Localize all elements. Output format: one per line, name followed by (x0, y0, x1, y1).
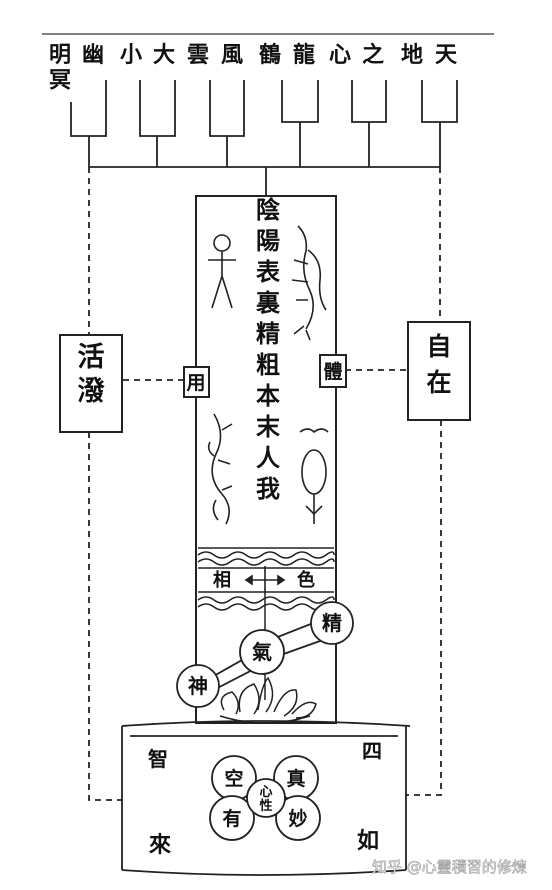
circle-shen-label: 神 (188, 674, 208, 698)
top-label-xin: 心 (329, 42, 351, 68)
bottom-circle-you: 有 (222, 807, 241, 830)
watermark: 知乎 @心靈積習的修煉 (372, 858, 527, 876)
bracket-tree (70, 80, 458, 196)
se-label: 色 (297, 569, 315, 591)
bottom-circle-xinxing: 心性 (259, 785, 272, 814)
dashed-connectors (88, 167, 442, 801)
left-box-huopo (59, 334, 123, 433)
bottom-corner-zhi: 智 (148, 747, 168, 771)
lotus-icon (219, 676, 317, 724)
top-label-group: 明冥 幽 小 大 雲 風 鶴 龍 心 之 地 天 (49, 42, 458, 93)
body-box (319, 354, 347, 388)
bottom-circle-cluster (209, 755, 321, 841)
wave-band-top (197, 547, 335, 569)
bottom-corner-si: 四 (362, 739, 382, 763)
top-label-he: 鶴 (259, 42, 281, 68)
cross-arrow-icon (244, 566, 286, 594)
wave-band-bottom (197, 591, 335, 611)
circle-jing-label: 精 (322, 611, 342, 635)
circle-chain (176, 601, 354, 708)
bottom-scroll (121, 720, 411, 876)
top-label-tian: 天 (435, 42, 458, 68)
bottom-circle-miao: 妙 (288, 807, 307, 830)
right-box-text: 自在 (426, 332, 451, 397)
center-column-text: 陰陽表裏精粗本末人我 (255, 195, 281, 503)
body-label: 體 (323, 361, 342, 383)
tiger-icon (291, 225, 327, 341)
top-label-xiao: 小 (120, 42, 142, 68)
bottom-circle-kong: 空 (224, 767, 243, 790)
bottom-corner-ru: 如 (357, 828, 379, 854)
use-label: 用 (186, 372, 205, 394)
crane-icon (299, 428, 329, 524)
bottom-corner-lai: 來 (149, 832, 171, 858)
top-label-yun: 雲 (187, 42, 209, 68)
xiang-label: 相 (213, 570, 231, 591)
top-label-zhi: 之 (362, 42, 384, 68)
top-label-da: 大 (153, 42, 175, 68)
dragon-icon (207, 413, 233, 525)
top-label-di: 地 (401, 42, 423, 68)
circle-qi-label: 氣 (252, 640, 272, 664)
bottom-circle-zhen: 真 (286, 767, 305, 790)
human-figure-icon (208, 234, 236, 309)
left-box-text: 活潑 (78, 342, 106, 407)
top-label-you: 幽 (82, 42, 104, 68)
use-box (183, 366, 210, 398)
right-box-zizai (407, 321, 471, 421)
top-label-mingming: 明冥 (49, 42, 71, 93)
top-label-feng: 風 (221, 42, 243, 68)
top-label-long: 龍 (293, 42, 315, 68)
